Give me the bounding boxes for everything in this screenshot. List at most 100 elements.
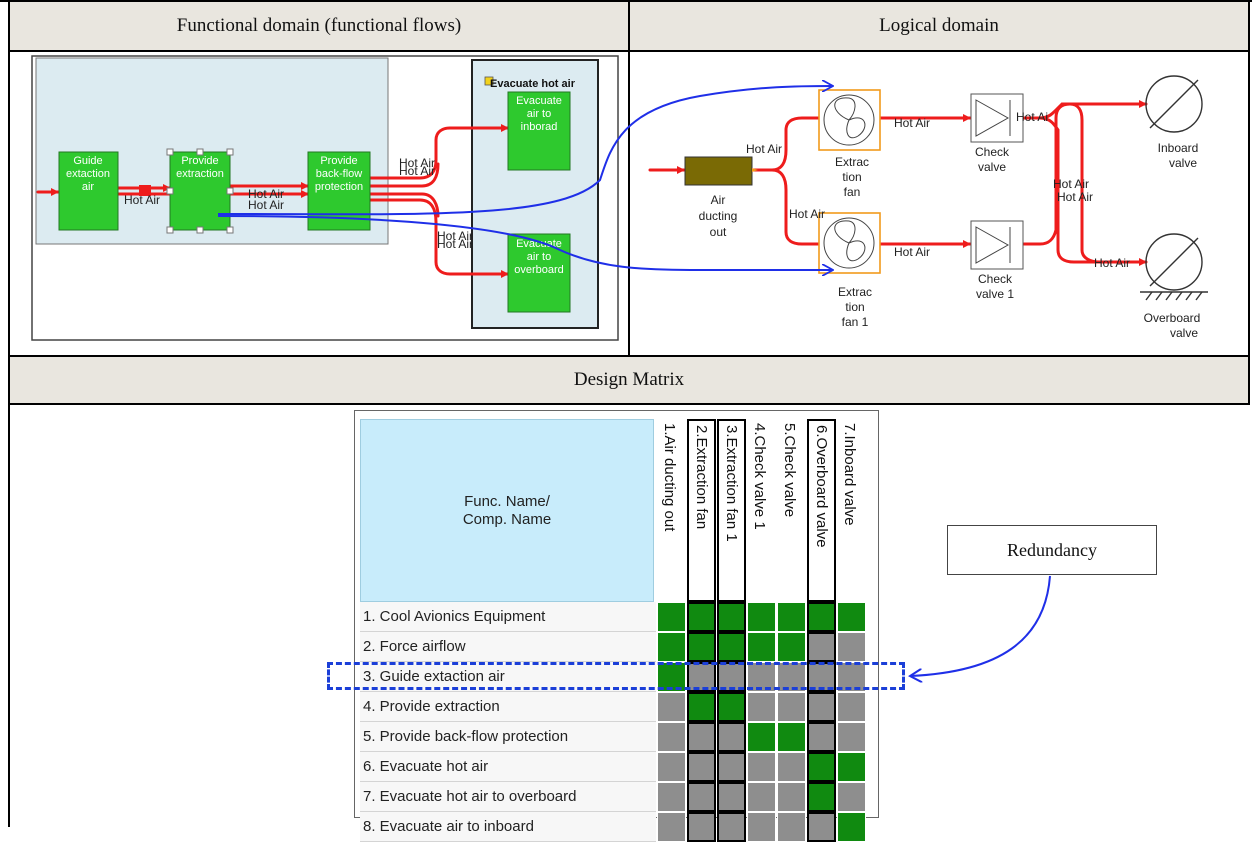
- frame-left: [8, 0, 10, 827]
- matrix-column-header: 1.Air ducting out: [657, 419, 686, 602]
- check1-line2: valve 1: [976, 287, 1014, 301]
- inboard-eval-block: [507, 91, 571, 171]
- extraction-fan1-symbol: [818, 212, 881, 274]
- redundancy-label: Redundancy: [1007, 539, 1097, 560]
- frame-right: [1248, 0, 1250, 405]
- evacuate-container-badge: [484, 76, 494, 86]
- functional-outer-box: [31, 55, 619, 341]
- inboard-valve-symbol: [1145, 75, 1203, 133]
- provide-line2: extraction: [176, 168, 224, 180]
- matrix-cell-filled: [777, 722, 806, 752]
- matrix-cell-filled: [837, 812, 866, 842]
- flow-label-l3: Hot Air: [894, 116, 930, 130]
- matrix-cell-empty: [657, 722, 686, 752]
- inboard-line1: Evacuate: [516, 95, 562, 107]
- diagram-bottom-line: [8, 355, 1250, 357]
- matrix-cell-filled: [747, 602, 776, 632]
- matrix-cell-empty: [717, 812, 746, 842]
- matrix-column-header: 3.Extraction fan 1: [717, 419, 746, 602]
- matrix-cell-empty: [687, 782, 716, 812]
- matrix-row-label: 7. Evacuate hot air to overboard: [360, 782, 656, 812]
- functional-domain-title: Functional domain (functional flows): [176, 15, 462, 36]
- air-ducting-block: [684, 156, 753, 186]
- matrix-column-label: 6.Overboard valve: [813, 425, 830, 548]
- matrix-cell-empty: [807, 632, 836, 662]
- matrix-cell-empty: [747, 812, 776, 842]
- matrix-row-label: 4. Provide extraction: [360, 692, 656, 722]
- redundancy-highlight-box: [327, 662, 905, 690]
- matrix-column-label: 2.Extraction fan: [693, 425, 710, 530]
- overboard-valve-line2: valve: [1170, 326, 1198, 340]
- evacuate-container-title: Evacuate hot air: [490, 78, 576, 90]
- matrix-cell-filled: [717, 692, 746, 722]
- matrix-cell-empty: [837, 692, 866, 722]
- backflow-line2: back-flow: [316, 168, 363, 180]
- inboard-line3: inborad: [521, 121, 558, 133]
- backflow-line1: Provide: [320, 155, 357, 167]
- inboard-line2: air to: [527, 108, 551, 120]
- matrix-row-label: 2. Force airflow: [360, 632, 656, 662]
- fan-line3: fan: [844, 185, 861, 199]
- matrix-column-header: 4.Check valve 1: [747, 419, 776, 602]
- matrix-column-label: 5.Check valve: [781, 423, 798, 518]
- matrix-cell-empty: [657, 782, 686, 812]
- provide-line1: Provide: [181, 155, 218, 167]
- logical-domain-header: Logical domain: [630, 2, 1248, 52]
- check1-line1: Check: [978, 272, 1013, 286]
- corner-line1: Func. Name/: [464, 492, 550, 510]
- flow-label-f7: Hot Air: [437, 237, 473, 251]
- domain-diagram: Evacuate hot air Guide extaction air Pro…: [31, 55, 1208, 341]
- matrix-cell-filled: [837, 602, 866, 632]
- design-matrix: Func. Name/ Comp. Name 1.Air ducting out…: [354, 410, 879, 842]
- matrix-cell-empty: [657, 812, 686, 842]
- functional-domain-header: Functional domain (functional flows): [10, 2, 628, 52]
- matrix-row-label: 5. Provide back-flow protection: [360, 722, 656, 752]
- overboard-valve-line1: Overboard: [1144, 311, 1201, 325]
- matrix-cell-empty: [777, 692, 806, 722]
- overboard-line1: Evacuate: [516, 238, 562, 250]
- fan1-line2: tion: [845, 300, 864, 314]
- matrix-corner-header: Func. Name/ Comp. Name: [360, 419, 654, 602]
- matrix-cell-filled: [837, 752, 866, 782]
- matrix-cell-filled: [807, 782, 836, 812]
- matrix-cell-filled: [717, 632, 746, 662]
- flow-label-f1: Hot Air: [124, 193, 160, 207]
- matrix-cell-filled: [747, 632, 776, 662]
- flow-label-f4: Hot Air: [399, 156, 435, 170]
- matrix-row-label: 1. Cool Avionics Equipment: [360, 602, 656, 632]
- ducting-line1: Air: [711, 193, 726, 207]
- flow-label-l1: Hot Air: [746, 142, 782, 156]
- logical-domain-title: Logical domain: [879, 15, 999, 36]
- flow-label-f2: Hot Air: [248, 187, 284, 201]
- matrix-cell-empty: [717, 752, 746, 782]
- connector-square: [139, 185, 151, 196]
- overboard-line3: overboard: [514, 264, 564, 276]
- guide-block: [58, 151, 119, 231]
- check-line1: Check: [975, 145, 1010, 159]
- flow-label-l6: Hot Air: [1053, 177, 1089, 191]
- matrix-row-label: 8. Evacuate air to inboard: [360, 812, 656, 842]
- matrix-column-header: 6.Overboard valve: [807, 419, 836, 602]
- matrix-cell-empty: [807, 722, 836, 752]
- matrix-column-label: 4.Check valve 1: [751, 423, 768, 530]
- matrix-cell-filled: [807, 752, 836, 782]
- corner-line2: Comp. Name: [462, 510, 552, 528]
- backflow-line3: protection: [315, 181, 363, 193]
- flow-label-f3: Hot Air: [248, 198, 284, 212]
- header-divider: [628, 0, 630, 357]
- guide-line1: Guide: [73, 155, 102, 167]
- matrix-header-bottom-line: [8, 403, 1250, 405]
- matrix-cell-empty: [747, 782, 776, 812]
- matrix-cell-empty: [807, 692, 836, 722]
- flow-label-f5: Hot Air: [399, 164, 435, 178]
- flow-label-l8: Hot Air: [1094, 256, 1130, 270]
- guide-line2: extaction: [66, 168, 110, 180]
- matrix-column-label: 3.Extraction fan 1: [723, 425, 740, 542]
- matrix-cell-empty: [837, 632, 866, 662]
- matrix-column-header: 7.Inboard valve: [837, 419, 866, 602]
- flow-label-f6: Hot Air: [437, 229, 473, 243]
- matrix-cell-filled: [657, 602, 686, 632]
- matrix-cell-empty: [807, 812, 836, 842]
- matrix-column-header: 2.Extraction fan: [687, 419, 716, 602]
- check-valve1-symbol: [970, 220, 1024, 270]
